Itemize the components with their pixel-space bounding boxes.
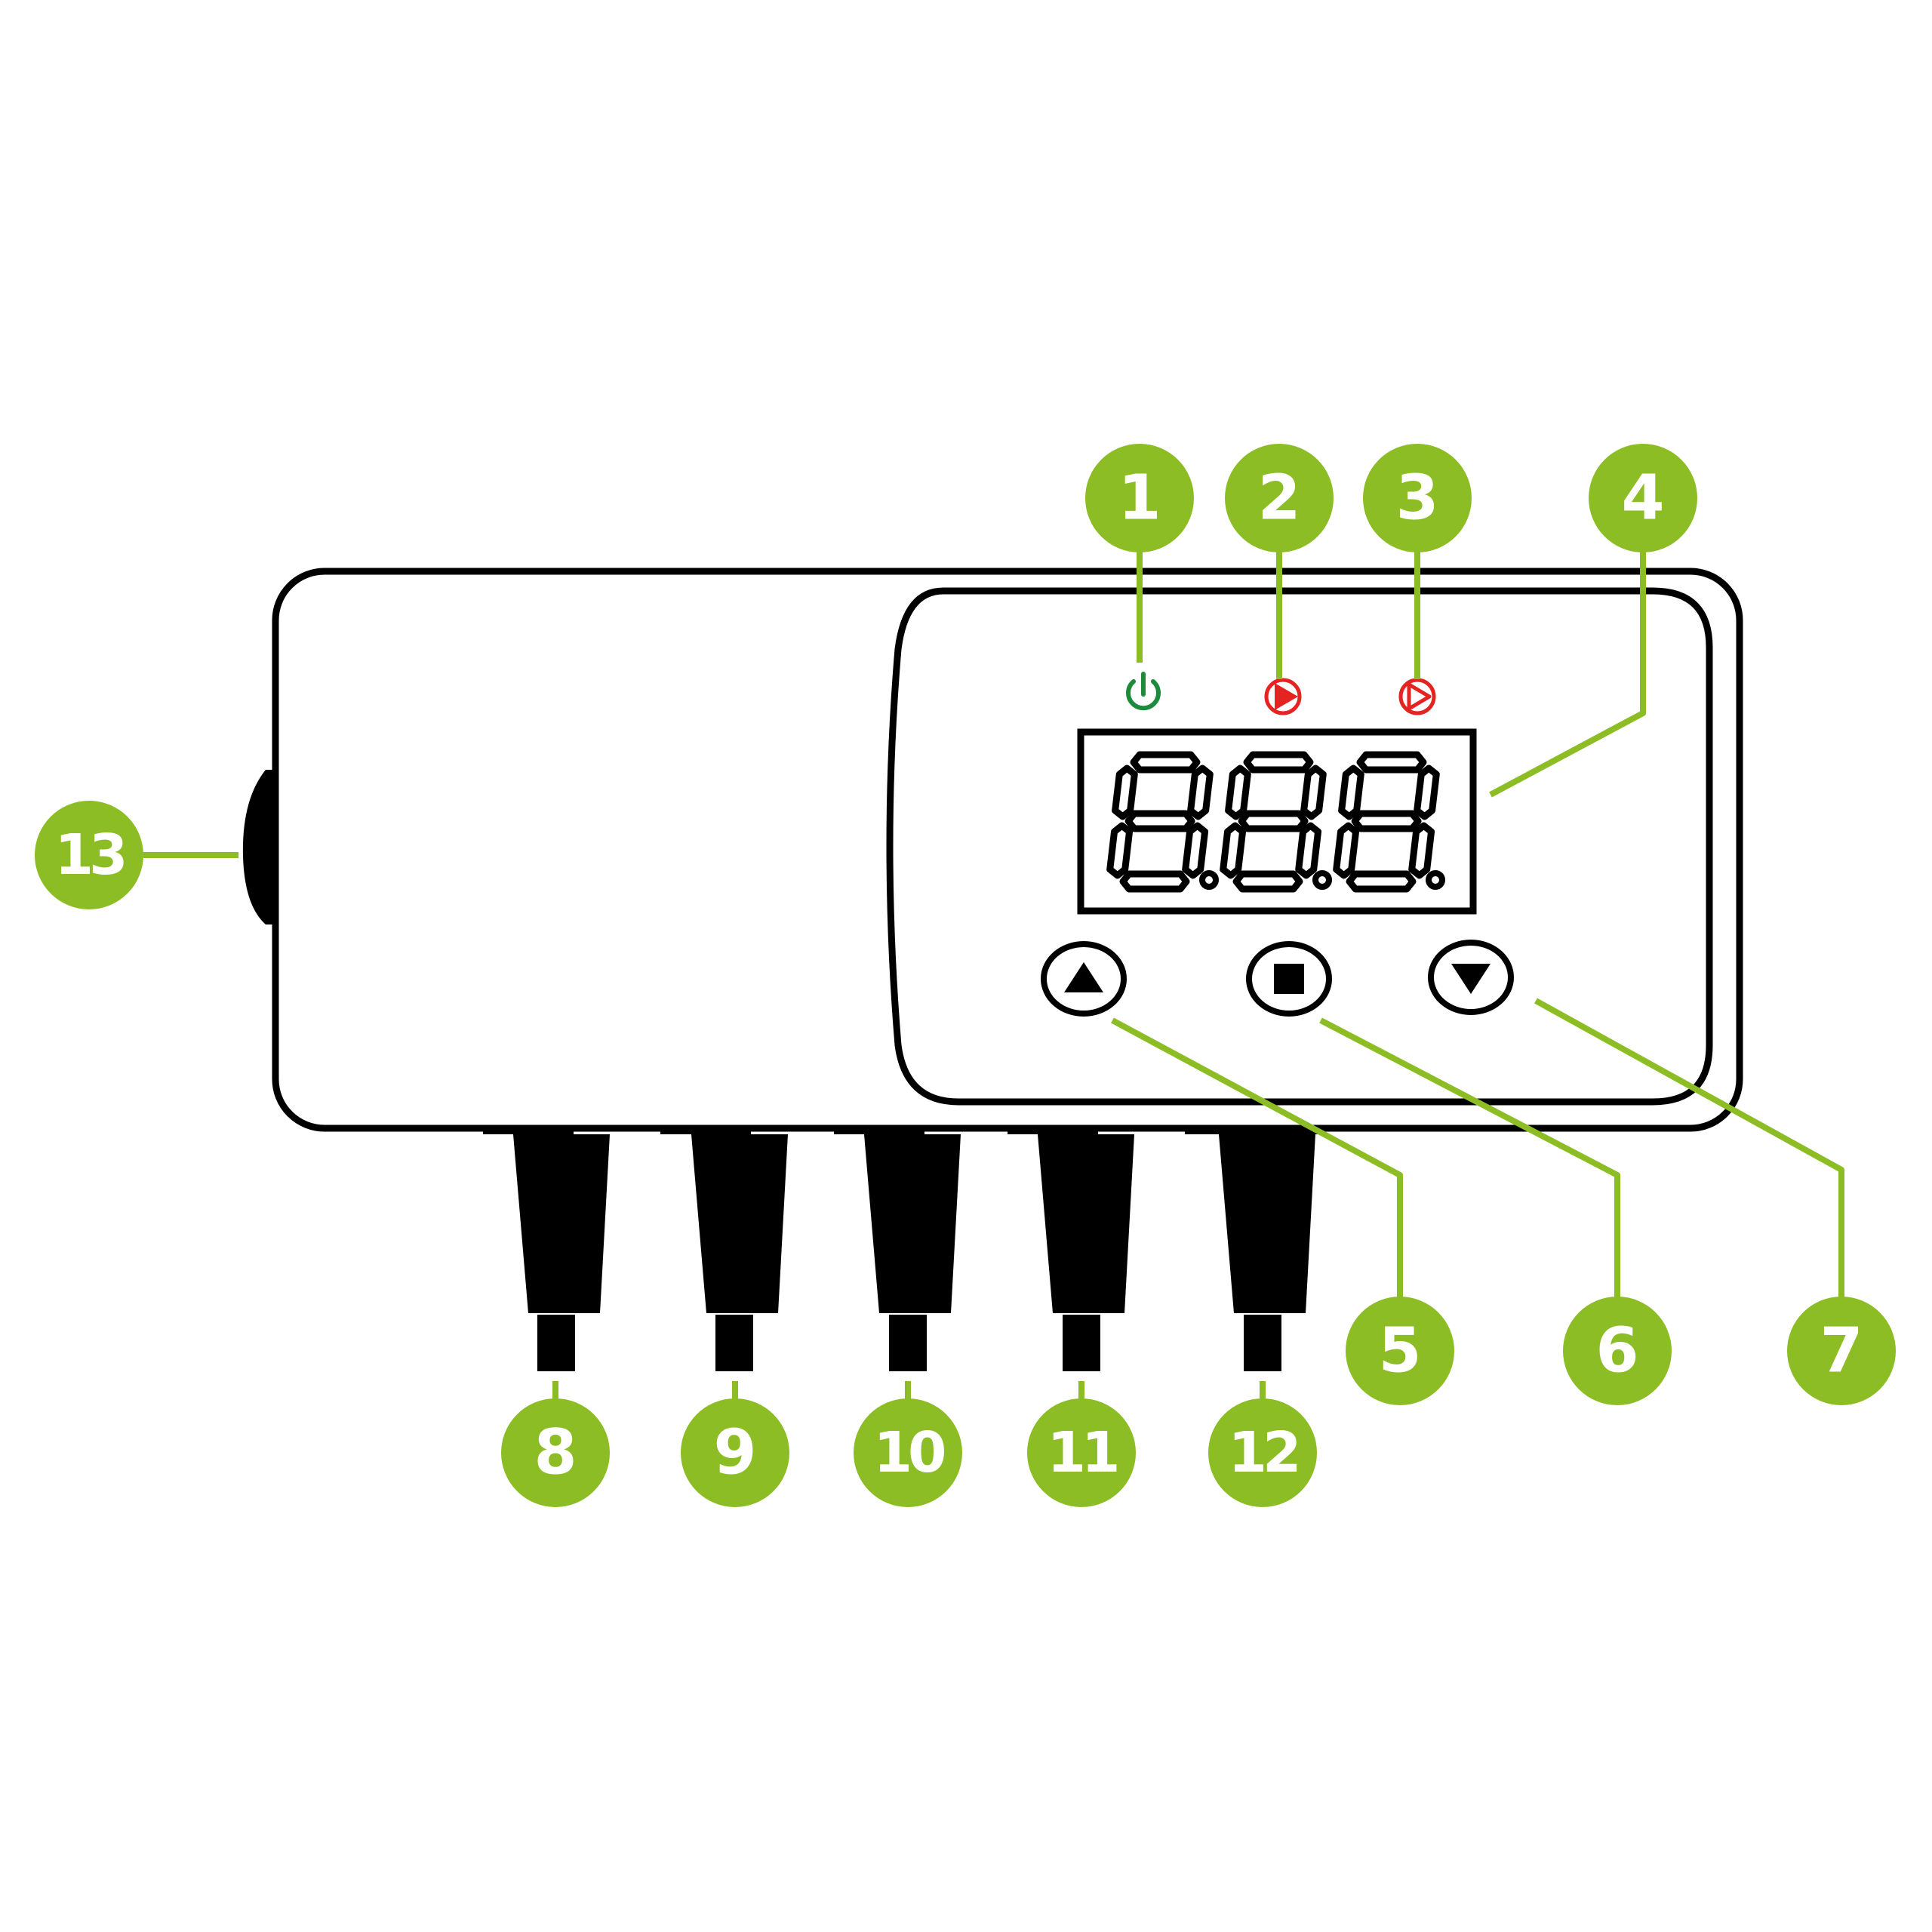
seven-segment-display <box>1077 728 1477 915</box>
svg-text:13: 13 <box>55 823 124 888</box>
display-segment <box>1232 870 1303 893</box>
down-arrow-icon <box>1451 964 1491 994</box>
display-segment <box>1243 751 1314 774</box>
controller-housing <box>272 568 1743 1132</box>
svg-text:5: 5 <box>1378 1315 1421 1387</box>
svg-text:6: 6 <box>1595 1315 1638 1387</box>
power-switch <box>242 770 273 924</box>
callout-11: 11 <box>1027 1398 1136 1507</box>
svg-text:1: 1 <box>1118 463 1161 534</box>
callout-7: 7 <box>1787 1297 1896 1405</box>
svg-text:10: 10 <box>874 1420 944 1485</box>
svg-text:8: 8 <box>534 1417 577 1489</box>
leader-4 <box>1489 537 1646 798</box>
decimal-point <box>1312 870 1332 890</box>
display-segment <box>1119 870 1190 893</box>
svg-text:9: 9 <box>713 1417 756 1489</box>
svg-text:4: 4 <box>1621 463 1664 534</box>
display-segment <box>1182 822 1209 879</box>
pump-filled-icon <box>1264 678 1302 715</box>
callout-9: 9 <box>681 1398 789 1507</box>
display-segment <box>1187 764 1214 820</box>
callout-8: 8 <box>501 1398 610 1507</box>
display-segment <box>1295 822 1322 879</box>
callout-2: 2 <box>1225 444 1334 552</box>
callout-5: 5 <box>1346 1297 1454 1405</box>
connector-11 <box>1008 1127 1134 1371</box>
callout-13: 13 <box>35 801 143 909</box>
leader-7 <box>1534 998 1844 1322</box>
set-button[interactable] <box>1246 941 1332 1017</box>
stop-square-icon <box>1274 964 1304 994</box>
display-segment <box>1408 822 1435 879</box>
down-button[interactable] <box>1428 940 1514 1015</box>
display-segment <box>1338 764 1364 820</box>
up-arrow-icon <box>1064 962 1103 992</box>
callout-12: 12 <box>1208 1398 1317 1507</box>
display-segment <box>1356 751 1427 774</box>
callout-1: 1 <box>1085 444 1194 552</box>
decimal-point <box>1199 870 1219 890</box>
display-segment <box>1333 822 1360 879</box>
callout-6: 6 <box>1563 1297 1672 1405</box>
leader-lines <box>143 528 1844 1404</box>
leader-6 <box>1319 1017 1620 1322</box>
display-segment <box>1124 810 1195 832</box>
up-button[interactable] <box>1041 941 1127 1017</box>
connector-8 <box>483 1127 610 1371</box>
leader-5 <box>1111 1017 1403 1321</box>
callout-10: 10 <box>854 1398 962 1507</box>
display-segment <box>1220 822 1247 879</box>
svg-text:12: 12 <box>1229 1420 1297 1485</box>
display-segment <box>1414 764 1440 820</box>
svg-text:3: 3 <box>1395 463 1438 534</box>
connector-10 <box>834 1127 961 1371</box>
display-segment <box>1106 822 1134 879</box>
display-segment <box>1225 764 1251 820</box>
power-icon <box>1126 672 1161 711</box>
svg-text:11: 11 <box>1048 1420 1117 1485</box>
display-segment <box>1112 764 1138 820</box>
display-segment <box>1300 764 1327 820</box>
svg-text:2: 2 <box>1257 463 1300 534</box>
pump-outline-icon <box>1398 678 1436 715</box>
svg-text:7: 7 <box>1820 1315 1863 1387</box>
callout-3: 3 <box>1363 444 1472 552</box>
connector-9 <box>660 1127 788 1371</box>
connector-12 <box>1185 1127 1321 1371</box>
decimal-point <box>1426 870 1445 890</box>
display-digit <box>1106 751 1219 893</box>
display-segment <box>1351 810 1422 832</box>
display-digit <box>1333 751 1445 893</box>
callout-4: 4 <box>1589 444 1697 552</box>
display-segment <box>1346 870 1417 893</box>
display-digit <box>1220 751 1332 893</box>
display-segment <box>1130 751 1201 774</box>
display-segment <box>1238 810 1309 832</box>
